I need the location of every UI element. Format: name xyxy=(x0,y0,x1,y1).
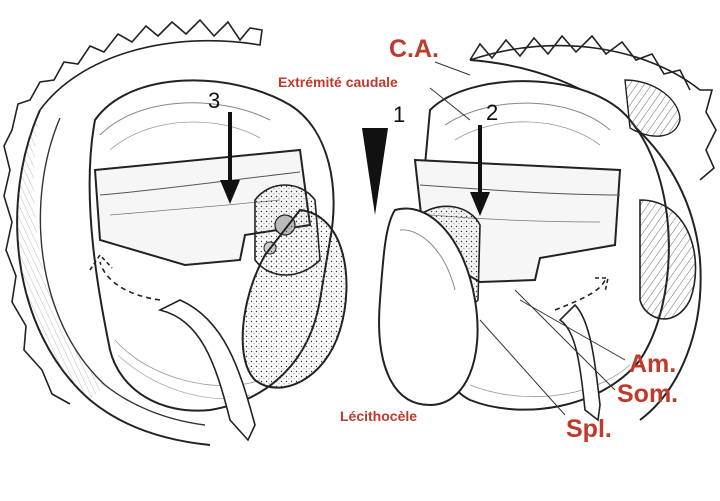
right-dashed-arrow xyxy=(554,279,606,311)
left-yolk-sac xyxy=(241,208,348,389)
marker-3: 3 xyxy=(208,88,221,113)
right-dark-lobe xyxy=(639,199,697,320)
right-outer-shell xyxy=(469,59,702,421)
leader-extremite xyxy=(429,87,471,121)
label-lecithocele: Lécithocèle xyxy=(340,408,418,424)
arrow-1 xyxy=(362,128,388,215)
left-embryo xyxy=(3,18,348,446)
marker-2: 2 xyxy=(486,100,499,125)
left-villi-fringe xyxy=(3,18,263,405)
leader-som xyxy=(514,289,616,391)
label-ca: C.A. xyxy=(389,35,439,63)
label-som: Som. xyxy=(617,380,679,408)
leader-am xyxy=(519,299,626,361)
left-stalk xyxy=(157,299,256,442)
right-yolk-sac xyxy=(378,207,479,407)
arrow-2 xyxy=(470,125,490,216)
right-stalk xyxy=(558,303,601,422)
right-villi-fringe xyxy=(469,34,717,181)
leader-ca xyxy=(434,61,471,76)
label-spl: Spl. xyxy=(566,415,612,443)
left-dashed-arrow xyxy=(99,261,161,301)
arrow-3 xyxy=(220,112,240,204)
marker-1: 1 xyxy=(393,102,406,127)
label-am: Am. xyxy=(629,350,677,378)
label-extremite-caudale: Extrémité caudale xyxy=(278,74,398,90)
leader-spl xyxy=(479,319,566,416)
